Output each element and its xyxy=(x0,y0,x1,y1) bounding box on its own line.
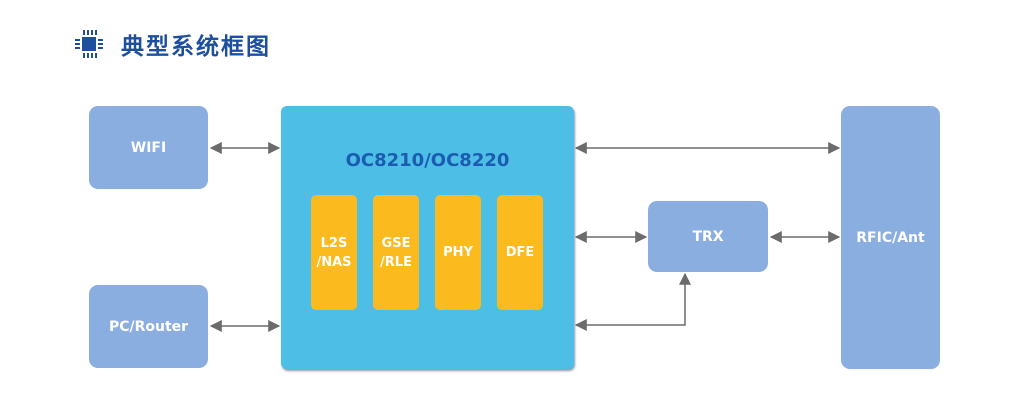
page-title: 典型系统框图 xyxy=(121,34,271,60)
soc-block-phy: PHY xyxy=(435,195,481,310)
trx-label: TRX xyxy=(692,228,724,245)
trx-box: TRX xyxy=(648,201,768,272)
pc-router-label: PC/Router xyxy=(108,318,189,335)
chip-icon xyxy=(75,30,103,58)
wifi-box: WIFI xyxy=(89,106,208,189)
soc-title: OC8210/OC8220 xyxy=(345,150,510,171)
section-header: 典型系统框图 xyxy=(75,28,271,60)
arrow-soc-trx-elbow xyxy=(574,272,691,331)
soc-block-gse-rle: GSE /RLE xyxy=(373,195,419,310)
soc-block-dfe: DFE xyxy=(497,195,543,310)
rfic-ant-box: RFIC/Ant xyxy=(841,106,940,369)
rfic-ant-label: RFIC/Ant xyxy=(856,229,925,246)
wifi-label: WIFI xyxy=(130,139,167,156)
soc-box: OC8210/OC8220 L2S /NAS GSE /RLE PHY DFE xyxy=(281,106,574,369)
pc-router-box: PC/Router xyxy=(89,285,208,368)
soc-block-l2s-nas: L2S /NAS xyxy=(311,195,357,310)
